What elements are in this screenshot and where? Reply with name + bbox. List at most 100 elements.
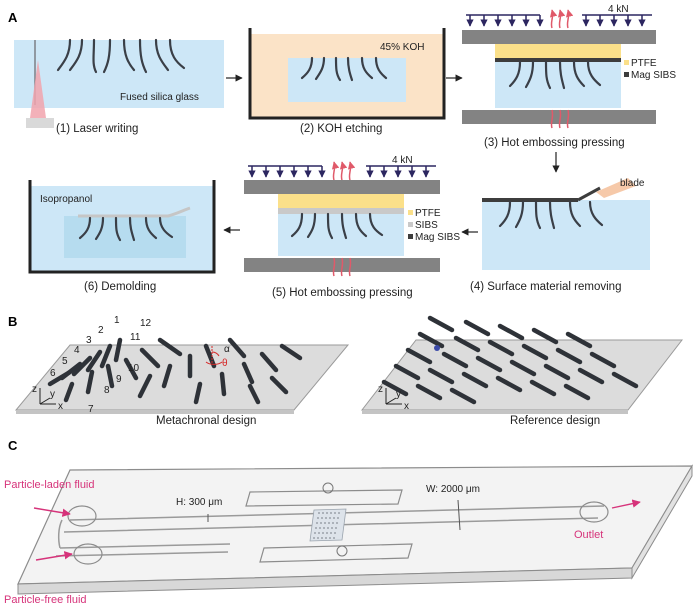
inlet-arrow-2 bbox=[35, 551, 73, 561]
axis-x-right: x bbox=[404, 401, 409, 412]
blade bbox=[596, 178, 636, 198]
force-arrows-right-5 bbox=[366, 165, 436, 178]
step-5-caption: (5) Hot embossing pressing bbox=[272, 287, 413, 299]
step-6-demolding: Isopropanol (6) Demolding bbox=[28, 180, 216, 293]
koh-label: 45% KOH bbox=[380, 42, 424, 53]
ptfe-legend-swatch-5 bbox=[408, 210, 413, 215]
electrode-window-top bbox=[245, 489, 403, 507]
mag-sibs-layer bbox=[495, 58, 621, 62]
step-6-caption: (6) Demolding bbox=[84, 281, 156, 293]
sibs-label-5: SIBS bbox=[415, 220, 438, 231]
top-plate-5 bbox=[244, 180, 440, 194]
reference-caption: Reference design bbox=[510, 415, 600, 427]
laser-beam bbox=[30, 60, 46, 118]
angle-annotation: α θ bbox=[205, 344, 230, 369]
ptfe-layer-5 bbox=[278, 194, 404, 208]
rod-number-9: 9 bbox=[116, 374, 122, 385]
inlet-2-label: Particle-free fluid bbox=[4, 594, 87, 606]
glass-block bbox=[14, 40, 224, 108]
cilia-array-patch bbox=[309, 508, 347, 542]
metachronal-rods bbox=[47, 337, 303, 405]
chip-side-face bbox=[631, 464, 693, 580]
rod-number-3: 3 bbox=[86, 335, 92, 346]
ptfe-label-5: PTFE bbox=[415, 208, 441, 219]
sibs-layer-5 bbox=[278, 208, 404, 214]
step-4-surface-removing: blade (4) Surface material removing bbox=[470, 178, 650, 293]
panel-a-label: A bbox=[8, 10, 18, 25]
rod-number-1: 1 bbox=[114, 315, 120, 326]
force-label-5: 4 kN bbox=[392, 155, 413, 166]
axis-z-left: z bbox=[32, 384, 37, 395]
step-3-hot-embossing: 4 kN PTFE Mag SIBS (3) Hot embossing pre… bbox=[462, 4, 676, 149]
magnet-bottom bbox=[336, 545, 348, 557]
inlet-1-label: Particle-laden fluid bbox=[4, 479, 95, 491]
width-marker bbox=[457, 499, 461, 531]
heat-arrows-top-5 bbox=[331, 161, 356, 181]
step-1-laser-writing: Fused silica glass (1) Laser writing bbox=[14, 38, 224, 135]
axis-y-right: y bbox=[396, 389, 401, 400]
force-arrows-right bbox=[582, 14, 652, 27]
electrode-window-bottom bbox=[259, 543, 413, 563]
glass-in-bath bbox=[288, 58, 406, 102]
rod-number-10: 10 bbox=[128, 363, 140, 374]
heat-arrows-bottom bbox=[550, 109, 570, 129]
heat-arrows-top bbox=[549, 9, 574, 29]
rod-number-4: 4 bbox=[74, 345, 80, 356]
blade-label: blade bbox=[620, 178, 645, 189]
axes-triad-right: z y x bbox=[378, 384, 409, 412]
beaker bbox=[248, 28, 446, 120]
outlet-label: Outlet bbox=[574, 529, 603, 541]
beaker-6 bbox=[28, 180, 216, 274]
microfluidic-chip: H: 300 μm W: 2000 μm Particle-laden flui… bbox=[4, 464, 694, 606]
rod-number-2: 2 bbox=[98, 325, 104, 336]
released-film bbox=[78, 206, 191, 218]
mag-sibs-label-5: Mag SIBS bbox=[415, 232, 460, 243]
rod-number-5: 5 bbox=[62, 356, 68, 367]
rod-numbers: 1 2 3 4 5 6 7 8 9 10 11 12 bbox=[50, 315, 152, 415]
ptfe-label: PTFE bbox=[631, 58, 657, 69]
axes-triad-left: z y x bbox=[32, 384, 63, 412]
step-1-caption: (1) Laser writing bbox=[56, 123, 138, 135]
step-3-caption: (3) Hot embossing pressing bbox=[484, 137, 625, 149]
metachronal-caption: Metachronal design bbox=[156, 415, 256, 427]
sibs-legend-swatch-5 bbox=[408, 222, 413, 227]
force-arrows-left bbox=[466, 14, 544, 27]
rod-number-12: 12 bbox=[140, 318, 152, 329]
inlet-arrow-1 bbox=[33, 507, 71, 517]
mag-sibs-label: Mag SIBS bbox=[631, 70, 676, 81]
rod-number-8: 8 bbox=[104, 385, 110, 396]
panel-c-label: C bbox=[8, 438, 18, 453]
ptfe-layer bbox=[495, 44, 621, 58]
rod-number-6: 6 bbox=[50, 368, 56, 379]
force-arrows-left-5 bbox=[248, 165, 326, 178]
reference-rods bbox=[381, 315, 639, 405]
heat-arrows-bottom-5 bbox=[332, 257, 352, 277]
mag-sibs-legend-swatch-5 bbox=[408, 234, 413, 239]
reference-design: z y x Reference design bbox=[360, 315, 684, 427]
isopropanol-label: Isopropanol bbox=[40, 194, 92, 205]
glass-mold bbox=[495, 62, 621, 108]
lower-channel-outline bbox=[55, 543, 231, 557]
top-plate bbox=[462, 30, 656, 44]
step-2-koh-etching: 45% KOH (2) KOH etching bbox=[248, 28, 446, 135]
step-4-caption: (4) Surface material removing bbox=[470, 281, 621, 293]
rod-number-7: 7 bbox=[88, 404, 94, 415]
inlet-port-2 bbox=[73, 543, 103, 565]
magnet-top bbox=[322, 482, 334, 494]
axis-x-left: x bbox=[58, 401, 63, 412]
outlet-port bbox=[579, 501, 609, 523]
ptfe-legend-swatch bbox=[624, 60, 629, 65]
step-5-hot-embossing: 4 kN PTFE SIBS Mag SIBS (5) Hot embossin… bbox=[244, 155, 460, 299]
axis-z-right: z bbox=[378, 384, 383, 395]
mag-sibs-top-4 bbox=[482, 198, 578, 202]
height-label: H: 300 μm bbox=[176, 497, 222, 508]
laser-source bbox=[26, 118, 54, 128]
rod-number-11: 11 bbox=[130, 332, 141, 343]
width-label: W: 2000 μm bbox=[426, 484, 480, 495]
glass-label: Fused silica glass bbox=[120, 92, 199, 103]
mag-sibs-legend-swatch bbox=[624, 72, 629, 77]
step-2-caption: (2) KOH etching bbox=[300, 123, 382, 135]
glass-in-bath-6 bbox=[64, 216, 186, 258]
reference-marker bbox=[434, 345, 440, 351]
